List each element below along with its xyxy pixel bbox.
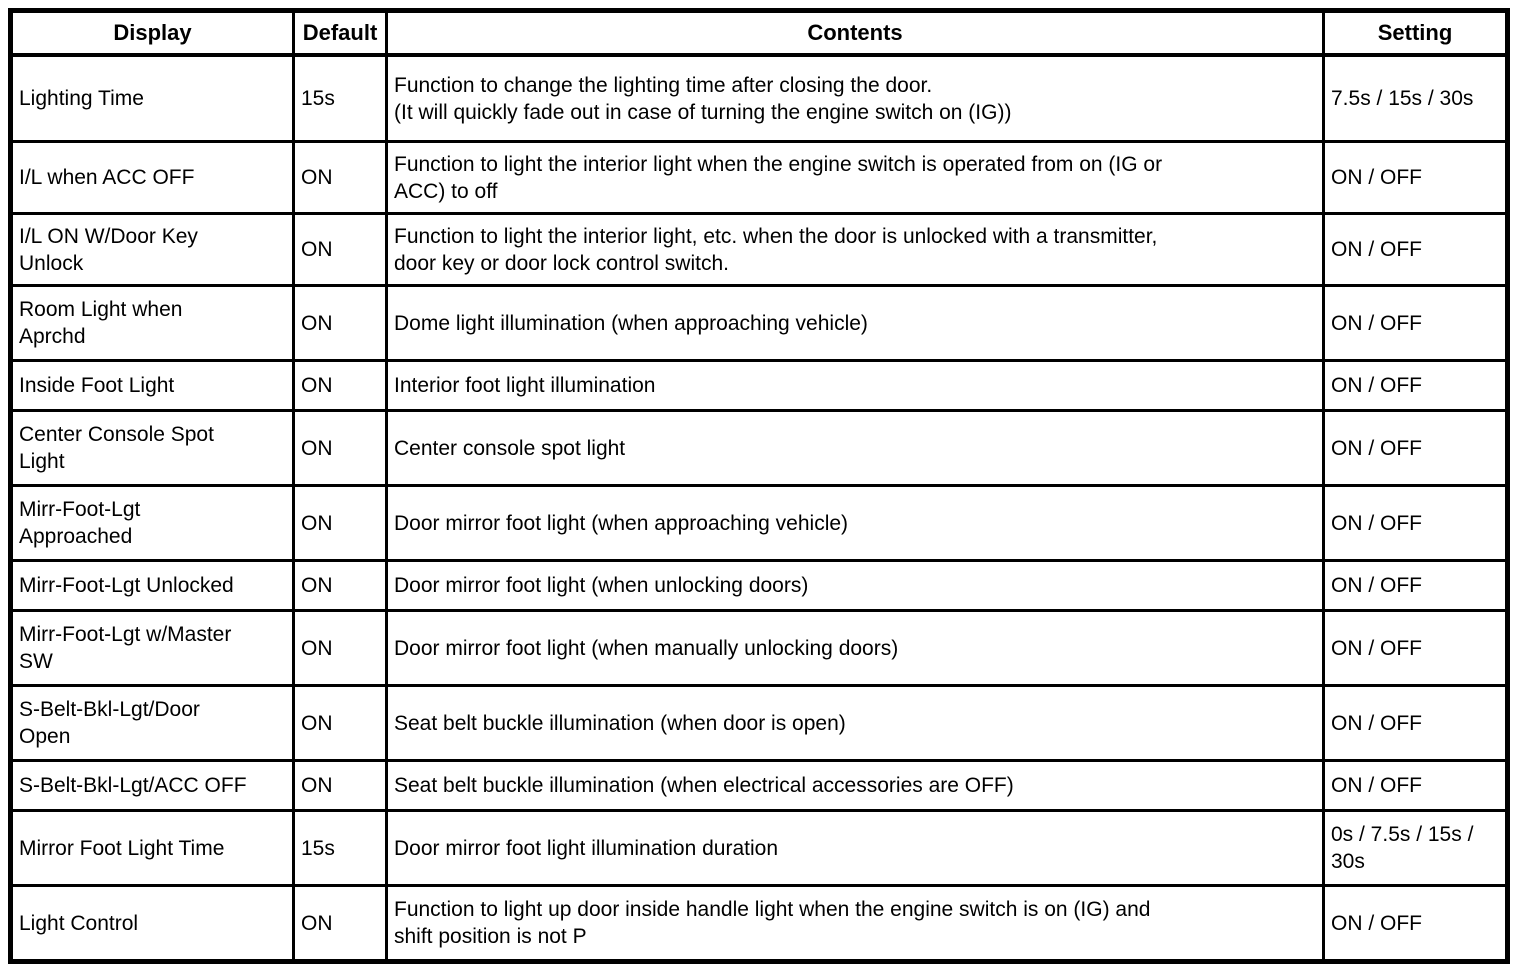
- default-cell: ON: [292, 409, 388, 487]
- display-cell: Inside Foot Light: [9, 359, 295, 412]
- header-default: Default: [292, 9, 388, 57]
- header-row: Display Default Contents Setting: [9, 9, 1509, 57]
- table-row: Inside Foot Light ON Interior foot light…: [9, 359, 1509, 412]
- default-cell: ON: [292, 140, 388, 215]
- header-contents: Contents: [385, 9, 1325, 57]
- setting-cell: ON / OFF: [1322, 140, 1509, 215]
- setting-cell: ON / OFF: [1322, 559, 1509, 612]
- default-cell: ON: [292, 359, 388, 412]
- table-row: Mirr-Foot-Lgt Approached ON Door mirror …: [9, 484, 1509, 562]
- display-cell: Mirror Foot Light Time: [9, 809, 295, 887]
- display-cell: Lighting Time: [9, 53, 295, 143]
- table-row: I/L when ACC OFF ON Function to light th…: [9, 140, 1509, 215]
- table-row: Lighting Time 15s Function to change the…: [9, 53, 1509, 143]
- vehicle-light-settings-table: Display Default Contents Setting Lightin…: [8, 8, 1510, 964]
- setting-cell: ON / OFF: [1322, 284, 1509, 362]
- settings-table-container: Display Default Contents Setting Lightin…: [8, 8, 1510, 964]
- contents-cell: Seat belt buckle illumination (when door…: [385, 684, 1325, 762]
- contents-cell: Seat belt buckle illumination (when elec…: [385, 759, 1325, 812]
- setting-cell: ON / OFF: [1322, 884, 1509, 963]
- contents-cell: Interior foot light illumination: [385, 359, 1325, 412]
- table-row: Light Control ON Function to light up do…: [9, 884, 1509, 963]
- default-cell: ON: [292, 484, 388, 562]
- contents-cell: Door mirror foot light (when manually un…: [385, 609, 1325, 687]
- table-row: Mirr-Foot-Lgt Unlocked ON Door mirror fo…: [9, 559, 1509, 612]
- contents-cell: Function to light the interior light whe…: [385, 140, 1325, 215]
- setting-cell: ON / OFF: [1322, 484, 1509, 562]
- contents-cell: Center console spot light: [385, 409, 1325, 487]
- display-cell: S-Belt-Bkl-Lgt/Door Open: [9, 684, 295, 762]
- setting-cell: ON / OFF: [1322, 609, 1509, 687]
- contents-cell: Function to light the interior light, et…: [385, 212, 1325, 287]
- display-cell: Center Console Spot Light: [9, 409, 295, 487]
- default-cell: 15s: [292, 809, 388, 887]
- display-cell: Mirr-Foot-Lgt w/Master SW: [9, 609, 295, 687]
- setting-cell: ON / OFF: [1322, 684, 1509, 762]
- table-row: Mirror Foot Light Time 15s Door mirror f…: [9, 809, 1509, 887]
- default-cell: ON: [292, 284, 388, 362]
- table-row: Center Console Spot Light ON Center cons…: [9, 409, 1509, 487]
- setting-cell: 0s / 7.5s / 15s / 30s: [1322, 809, 1509, 887]
- contents-cell: Function to light up door inside handle …: [385, 884, 1325, 963]
- contents-cell: Door mirror foot light illumination dura…: [385, 809, 1325, 887]
- contents-cell: Dome light illumination (when approachin…: [385, 284, 1325, 362]
- contents-cell: Door mirror foot light (when approaching…: [385, 484, 1325, 562]
- setting-cell: ON / OFF: [1322, 359, 1509, 412]
- default-cell: ON: [292, 559, 388, 612]
- setting-cell: ON / OFF: [1322, 759, 1509, 812]
- default-cell: ON: [292, 684, 388, 762]
- table-row: S-Belt-Bkl-Lgt/ACC OFF ON Seat belt buck…: [9, 759, 1509, 812]
- default-cell: 15s: [292, 53, 388, 143]
- display-cell: Mirr-Foot-Lgt Unlocked: [9, 559, 295, 612]
- setting-cell: 7.5s / 15s / 30s: [1322, 53, 1509, 143]
- table-row: I/L ON W/Door Key Unlock ON Function to …: [9, 212, 1509, 287]
- display-cell: Light Control: [9, 884, 295, 963]
- header-display: Display: [9, 9, 295, 57]
- header-setting: Setting: [1322, 9, 1509, 57]
- table-row: Mirr-Foot-Lgt w/Master SW ON Door mirror…: [9, 609, 1509, 687]
- contents-cell: Door mirror foot light (when unlocking d…: [385, 559, 1325, 612]
- table-row: Room Light when Aprchd ON Dome light ill…: [9, 284, 1509, 362]
- setting-cell: ON / OFF: [1322, 409, 1509, 487]
- default-cell: ON: [292, 609, 388, 687]
- default-cell: ON: [292, 884, 388, 963]
- display-cell: S-Belt-Bkl-Lgt/ACC OFF: [9, 759, 295, 812]
- contents-cell: Function to change the lighting time aft…: [385, 53, 1325, 143]
- table-row: S-Belt-Bkl-Lgt/Door Open ON Seat belt bu…: [9, 684, 1509, 762]
- default-cell: ON: [292, 759, 388, 812]
- display-cell: I/L when ACC OFF: [9, 140, 295, 215]
- display-cell: I/L ON W/Door Key Unlock: [9, 212, 295, 287]
- setting-cell: ON / OFF: [1322, 212, 1509, 287]
- default-cell: ON: [292, 212, 388, 287]
- display-cell: Room Light when Aprchd: [9, 284, 295, 362]
- display-cell: Mirr-Foot-Lgt Approached: [9, 484, 295, 562]
